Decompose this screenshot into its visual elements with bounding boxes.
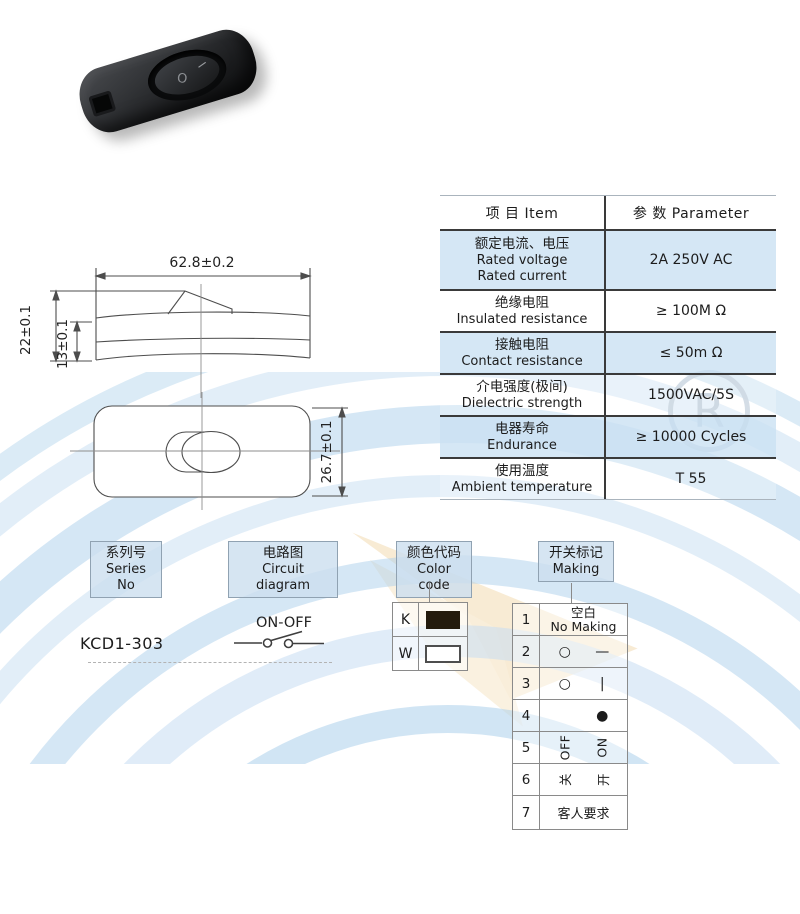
making-en: Making — [552, 562, 600, 577]
cord-hole — [88, 90, 117, 118]
spec-item-en: Insulated resistance — [456, 311, 588, 327]
spec-item-cn: 介电强度(极间) — [476, 378, 568, 395]
spec-item-cn: 使用温度 — [495, 462, 549, 479]
spec-item-cn: 额定电流、电压 — [474, 235, 570, 252]
making-symbol-bar: | — [599, 675, 605, 692]
circuit-label: ON-OFF — [256, 615, 312, 631]
series-no-en: Series No — [106, 562, 146, 593]
color-code-table: K W — [392, 602, 468, 671]
color-code-letter: W — [393, 637, 419, 670]
spec-item-en: Ambient temperature — [451, 479, 593, 495]
making-symbol-circle: ○ — [558, 643, 571, 660]
spec-item-en: Rated voltage — [476, 252, 568, 268]
making-table: 1 空白 No Making 2 ○ — 3 ○ | 4 ● — [512, 603, 628, 830]
making-custom-text: 客人要求 — [557, 807, 610, 822]
circuit-diagram-cn: 电路图 — [262, 545, 304, 561]
black-color-swatch — [426, 610, 460, 629]
color-code-row-white: W — [393, 636, 467, 670]
making-row-number: 4 — [513, 700, 540, 731]
circuit-diagram: ON-OFF — [234, 615, 324, 649]
making-row-number: 3 — [513, 668, 540, 699]
making-row-number: 1 — [513, 604, 540, 635]
making-header: 开关标记 Making — [538, 541, 614, 582]
switch-body: I O — [72, 23, 264, 139]
spec-row-rated: 额定电流、电压 Rated voltage Rated current 2A 2… — [440, 231, 776, 291]
spec-value: 2A 250V AC — [649, 252, 733, 268]
spec-value: ≥ 100M Ω — [655, 303, 727, 319]
making-row-number: 7 — [513, 796, 540, 829]
making-row-5: 5 OFF ON — [513, 731, 627, 763]
rocker-cap: I O — [150, 49, 224, 102]
connector-line — [429, 583, 430, 602]
rocker-recess: I O — [142, 41, 232, 109]
spec-header-parameter: 参 数 Parameter — [632, 205, 750, 222]
spec-value: ≥ 10000 Cycles — [635, 429, 747, 445]
spec-row-dielectric: 介电强度(极间) Dielectric strength 1500VAC/5S — [440, 375, 776, 417]
making-on-cn: 开 — [595, 772, 611, 787]
spec-item-en: Endurance — [487, 437, 557, 453]
spec-table: 项 目 Item 参 数 Parameter 额定电流、电压 Rated vol… — [440, 195, 776, 500]
spec-item-en: Dielectric strength — [461, 395, 583, 411]
spec-item-en: Contact resistance — [461, 353, 583, 369]
white-color-swatch — [425, 644, 461, 663]
making-row-number: 2 — [513, 636, 540, 667]
series-number: KCD1-303 — [80, 634, 164, 653]
color-code-cn: 颜色代码 — [407, 545, 461, 561]
circuit-diagram-en: Circuit diagram — [255, 562, 311, 593]
spec-item-cn: 绝缘电阻 — [495, 294, 549, 311]
making-symbol-dash: — — [595, 643, 610, 660]
spec-value: 1500VAC/5S — [648, 387, 734, 403]
making-symbol-dot: ● — [596, 707, 609, 724]
dim-width-label: 62.8±0.2 — [169, 255, 234, 271]
making-row-6: 6 关 开 — [513, 763, 627, 795]
rocker-off-mark: O — [176, 71, 188, 88]
spec-row-insulated: 绝缘电阻 Insulated resistance ≥ 100M Ω — [440, 291, 776, 333]
series-no-cn: 系列号 — [105, 545, 147, 561]
spec-value: ≤ 50m Ω — [659, 345, 723, 361]
spec-value: T 55 — [675, 471, 707, 487]
connector-line — [571, 583, 572, 603]
color-code-header: 颜色代码 Color code — [396, 541, 472, 598]
color-code-row-black: K — [393, 603, 467, 636]
product-photo: I O — [66, 14, 276, 164]
series-no-header: 系列号 Series No — [90, 541, 162, 598]
spec-header-item: 项 目 Item — [440, 196, 606, 229]
spec-item-cn: 接触电阻 — [495, 336, 549, 353]
spec-row-contact: 接触电阻 Contact resistance ≤ 50m Ω — [440, 333, 776, 375]
making-off-cn: 关 — [558, 772, 574, 787]
making-row-2: 2 ○ — — [513, 635, 627, 667]
making-row-4: 4 ● — [513, 699, 627, 731]
dim-body-height-label: 13±0.1 — [55, 319, 71, 369]
making-row-1: 1 空白 No Making — [513, 604, 627, 635]
spec-item-cn: 电器寿命 — [495, 420, 549, 437]
rocker-on-mark: I — [195, 59, 209, 71]
circuit-diagram-header: 电路图 Circuit diagram — [228, 541, 338, 598]
making-cn: 开关标记 — [549, 545, 603, 561]
dim-top-height-label: 26.7±0.1 — [319, 421, 335, 484]
making-row-3: 3 ○ | — [513, 667, 627, 699]
making-row-7: 7 客人要求 — [513, 795, 627, 829]
spec-row-endurance: 电器寿命 Endurance ≥ 10000 Cycles — [440, 417, 776, 459]
color-code-en: Color code — [417, 562, 451, 593]
making-symbol-circle: ○ — [558, 675, 571, 692]
making-row-number: 6 — [513, 764, 540, 795]
making-row-number: 5 — [513, 732, 540, 763]
spec-item-en: Rated current — [477, 268, 567, 284]
making-on-label: ON — [594, 736, 610, 758]
side-view-drawing: 62.8±0.2 22±0.1 13±0.1 — [18, 255, 312, 398]
spec-row-temperature: 使用温度 Ambient temperature T 55 — [440, 459, 776, 499]
dim-total-height-label: 22±0.1 — [18, 305, 34, 355]
making-blank-cn: 空白 — [570, 604, 596, 620]
divider-dashed-line — [88, 662, 332, 663]
making-off-label: OFF — [557, 734, 573, 760]
making-blank-en: No Making — [550, 618, 617, 634]
top-view-drawing: 26.7±0.1 — [70, 392, 348, 510]
spec-header-row: 项 目 Item 参 数 Parameter — [440, 196, 776, 231]
color-code-letter: K — [393, 603, 419, 636]
